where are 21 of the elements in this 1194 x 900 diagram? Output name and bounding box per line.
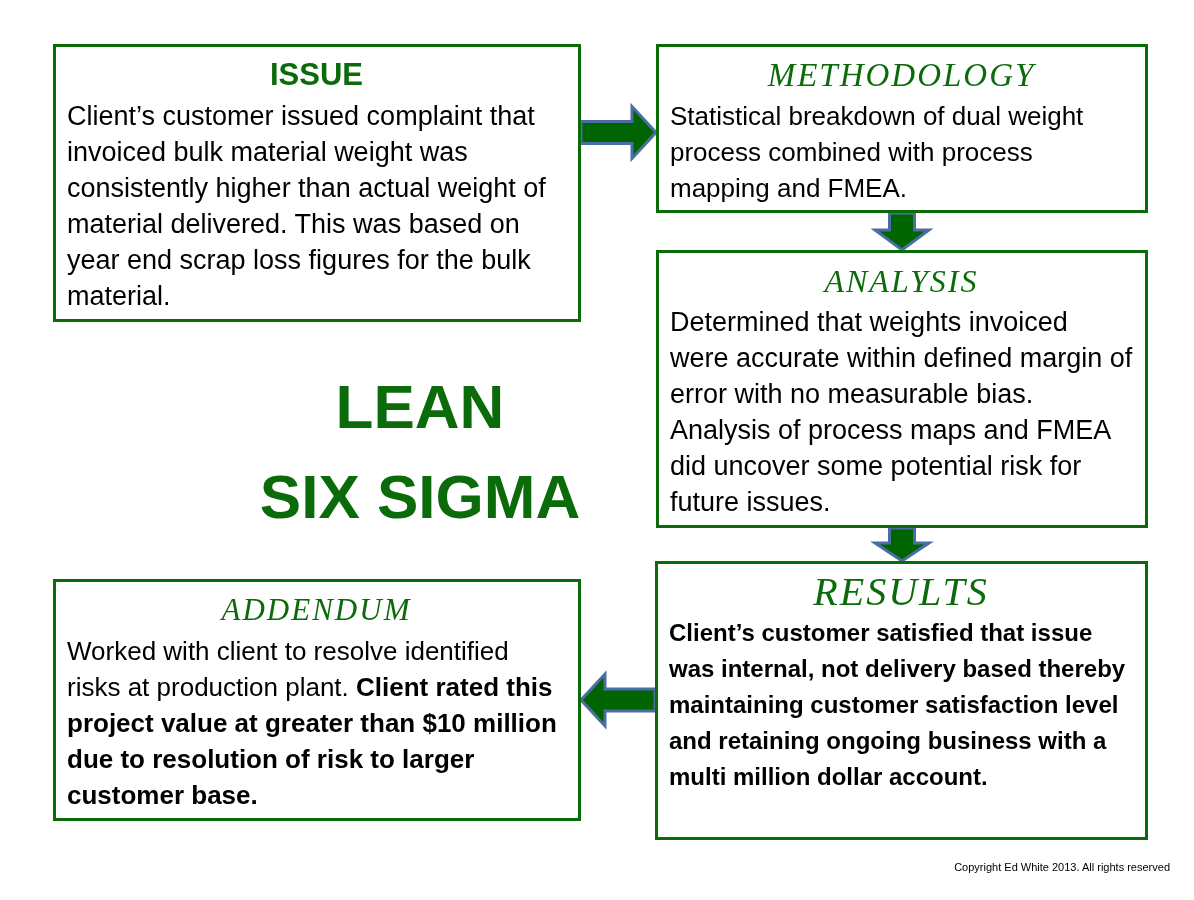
process-box bbox=[656, 250, 1148, 528]
process-box bbox=[53, 579, 581, 821]
box-heading: METHODOLOGY bbox=[766, 56, 1037, 95]
box-text: Worked with client to resolve identified risks at production plant. Client rated this project value at greater than $10 million due to resolution of risk to larger customer base. bbox=[67, 635, 558, 812]
box-text: Statistical breakdown of dual weight process combined with process mapping and FMEA. bbox=[670, 100, 1085, 205]
box-text: Client’s customer issued complaint that invoiced bulk material weight was consistently higher than actual weight of material delivered. This was based on year end scrap loss figures for the bulk material. bbox=[67, 100, 547, 313]
process-box bbox=[53, 44, 581, 322]
box-text: Determined that weights invoiced were accurate within defined margin of error with no measurable bias. Analysis of process maps and FMEA did uncover some potential risk for future issues. bbox=[670, 306, 1133, 519]
process-box bbox=[655, 561, 1148, 840]
box-text: Client’s customer satisfied that issue was internal, not delivery based thereby maintaining customer satisfaction level and retaining ongoing business with a multi million dollar account. bbox=[669, 618, 1127, 792]
block-arrow bbox=[579, 670, 657, 730]
box-heading: ADDENDUM bbox=[219, 591, 413, 629]
block-arrow bbox=[870, 526, 934, 563]
copyright-note: Copyright Ed White 2013. All rights reserved bbox=[953, 860, 1170, 874]
block-arrow bbox=[870, 211, 934, 252]
process-box bbox=[656, 44, 1148, 213]
slide-heading: LEAN SIX SIGMA bbox=[258, 371, 582, 533]
box-heading: ISSUE bbox=[269, 56, 364, 94]
box-heading: ANALYSIS bbox=[822, 262, 980, 301]
box-heading: RESULTS bbox=[812, 569, 990, 615]
block-arrow bbox=[579, 102, 658, 163]
